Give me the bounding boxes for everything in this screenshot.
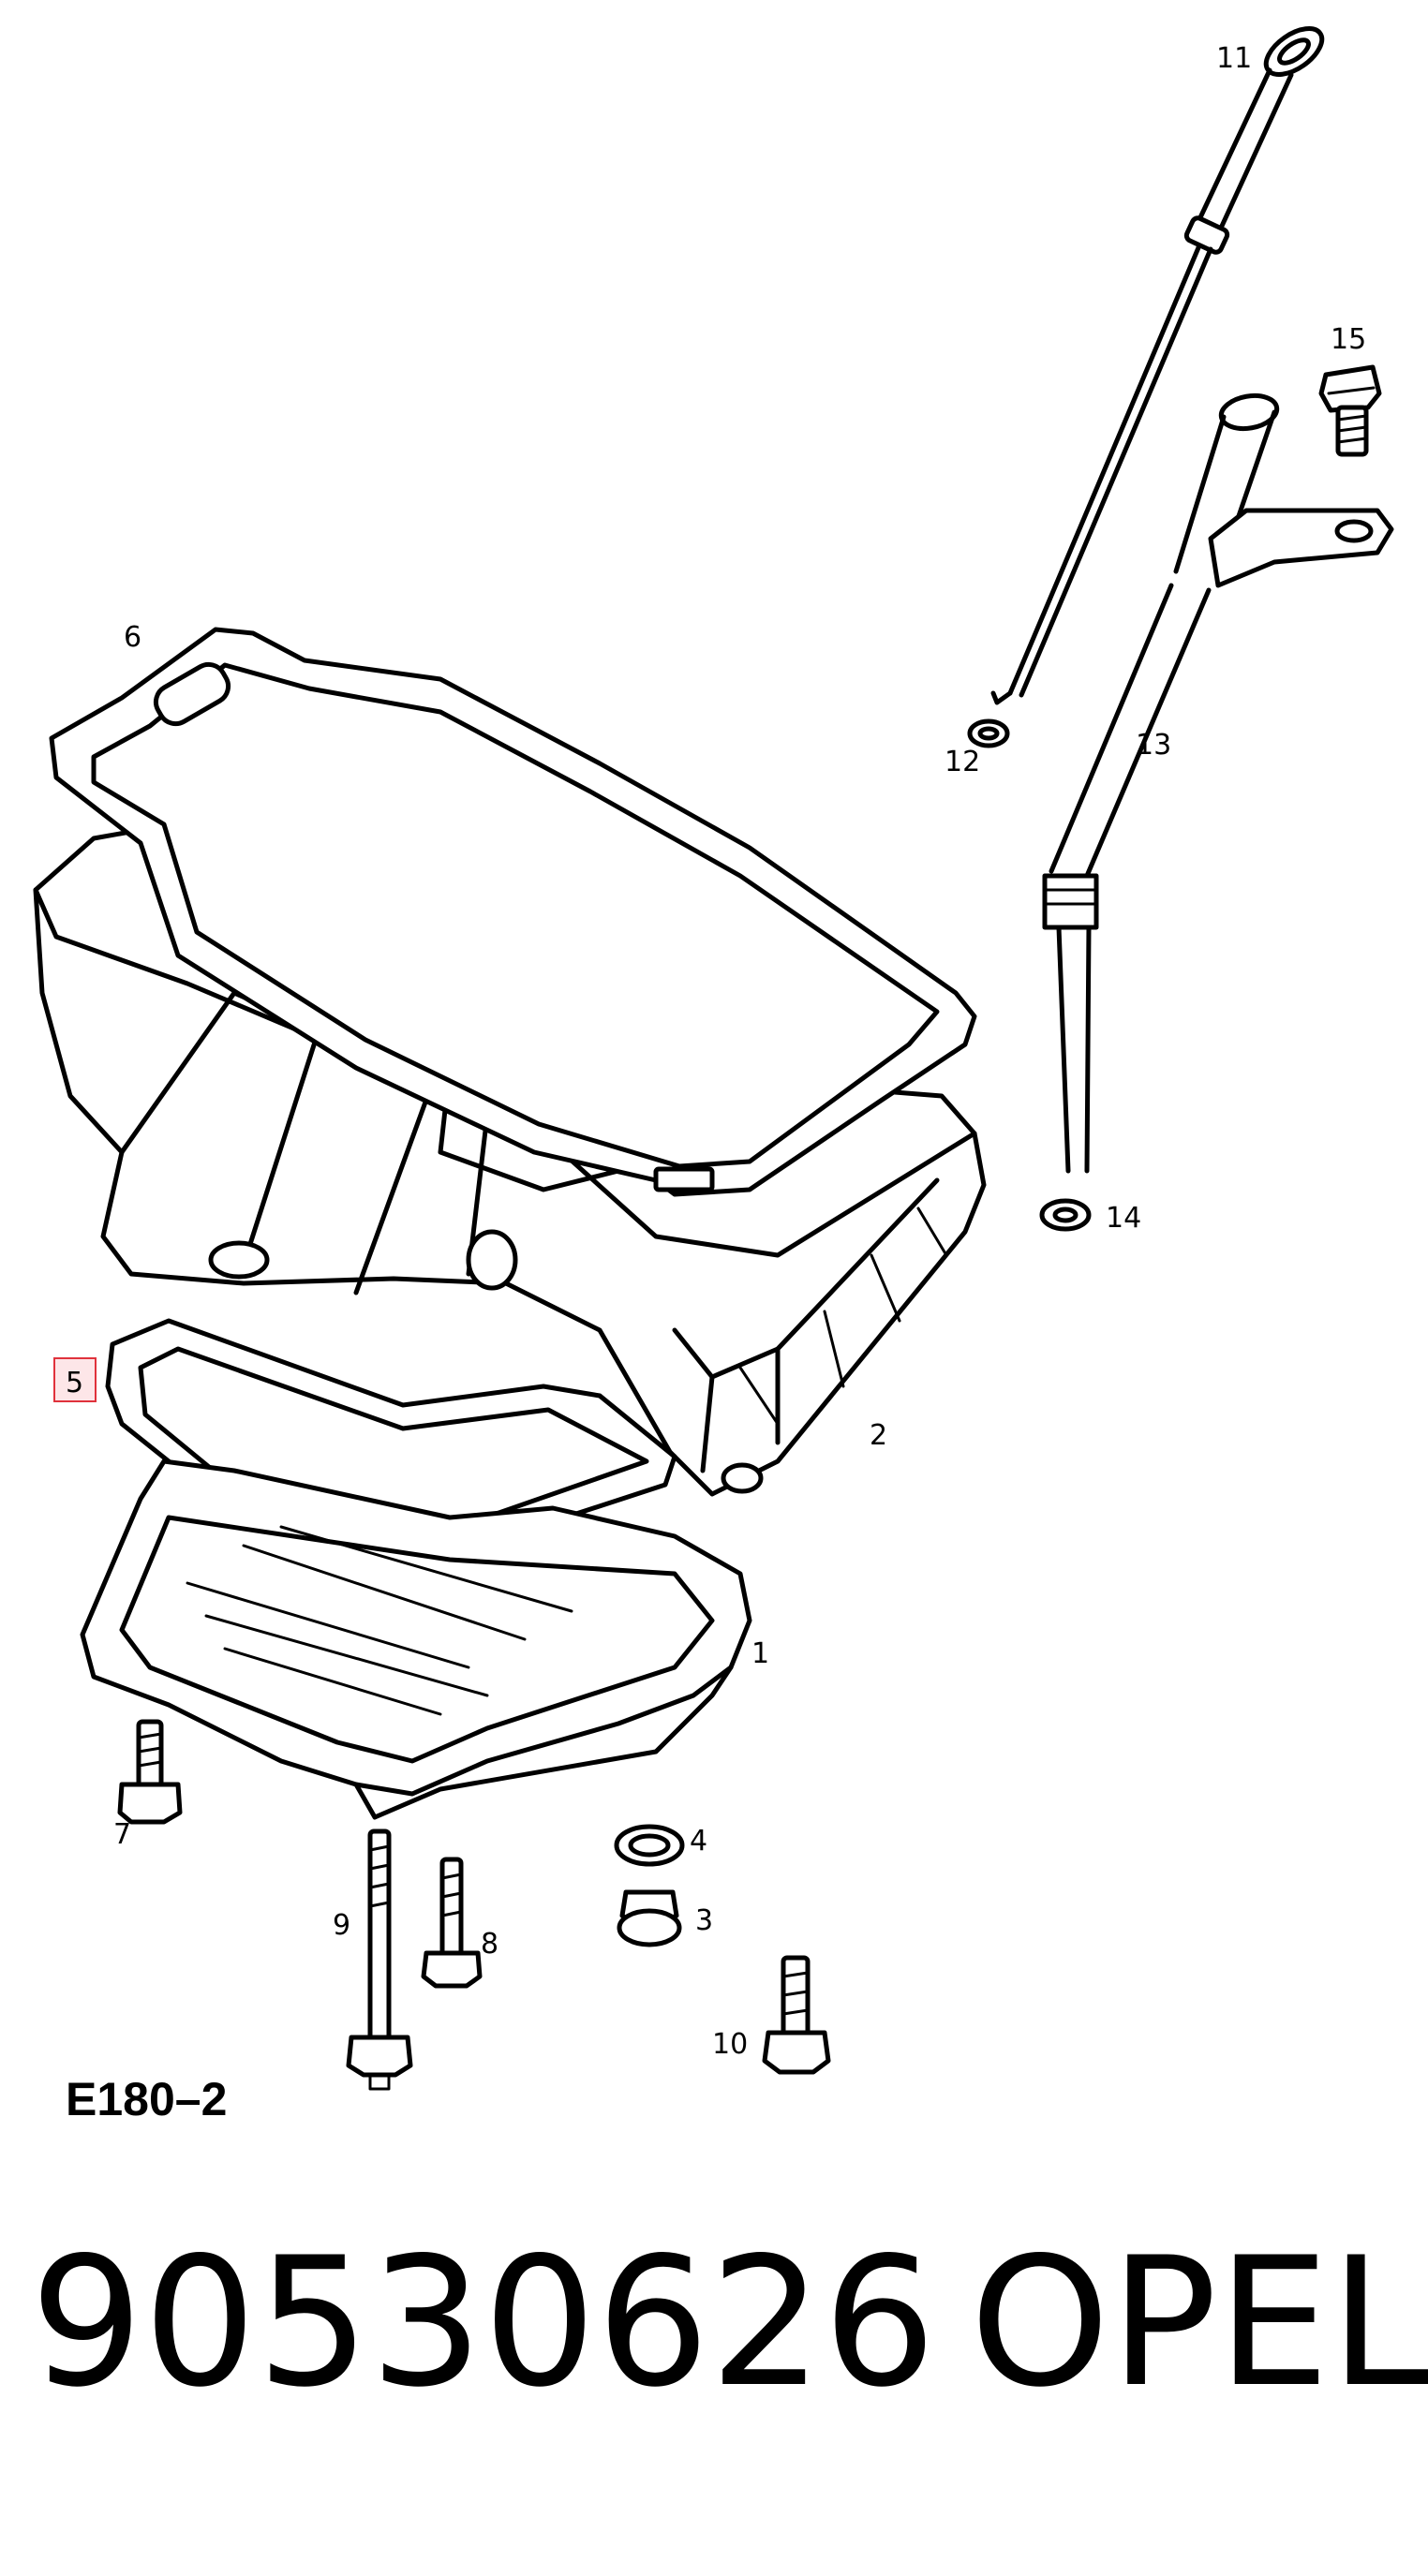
callout-11: 11 [1216, 42, 1252, 75]
callout-2: 2 [870, 1419, 887, 1452]
callout-14: 14 [1106, 1202, 1141, 1235]
callout-12: 12 [945, 746, 980, 778]
dipstick-part-11 [990, 26, 1325, 705]
callout-3: 3 [695, 1904, 713, 1937]
diagram-code: E180–2 [66, 2073, 227, 2125]
callout-6: 6 [124, 621, 141, 654]
stud-part-8 [421, 1857, 483, 1989]
highlight-box-5 [53, 1357, 97, 1402]
brand-name: OPEL [970, 2219, 1428, 2426]
part-number: 90530626 [30, 2219, 937, 2426]
callout-15: 15 [1331, 323, 1366, 356]
callout-4: 4 [690, 1825, 707, 1858]
callout-9: 9 [333, 1909, 350, 1942]
callout-5: 5 [66, 1367, 83, 1399]
seal-part-12 [967, 718, 1010, 748]
drain-plug-part-3 [617, 1889, 682, 1947]
bolt-part-10 [762, 1955, 831, 2075]
bolt-part-7 [117, 1719, 183, 1825]
callout-8: 8 [481, 1928, 498, 1961]
bolt-part-15 [1318, 364, 1382, 457]
callout-7: 7 [113, 1818, 131, 1851]
gasket-part-6 [49, 627, 977, 1197]
callout-labels: 11 15 6 12 13 14 2 1 7 4 9 3 8 10 5 [53, 42, 1366, 2061]
oil-pan-sump-part-1 [80, 1458, 752, 1820]
stud-part-9 [346, 1828, 413, 2091]
washer-part-4 [614, 1824, 685, 1867]
callout-10: 10 [712, 2028, 748, 2061]
seal-part-14 [1039, 1198, 1092, 1232]
callout-13: 13 [1136, 729, 1171, 762]
callout-1: 1 [751, 1637, 769, 1670]
dipstick-tube-part-13 [1042, 392, 1394, 1174]
